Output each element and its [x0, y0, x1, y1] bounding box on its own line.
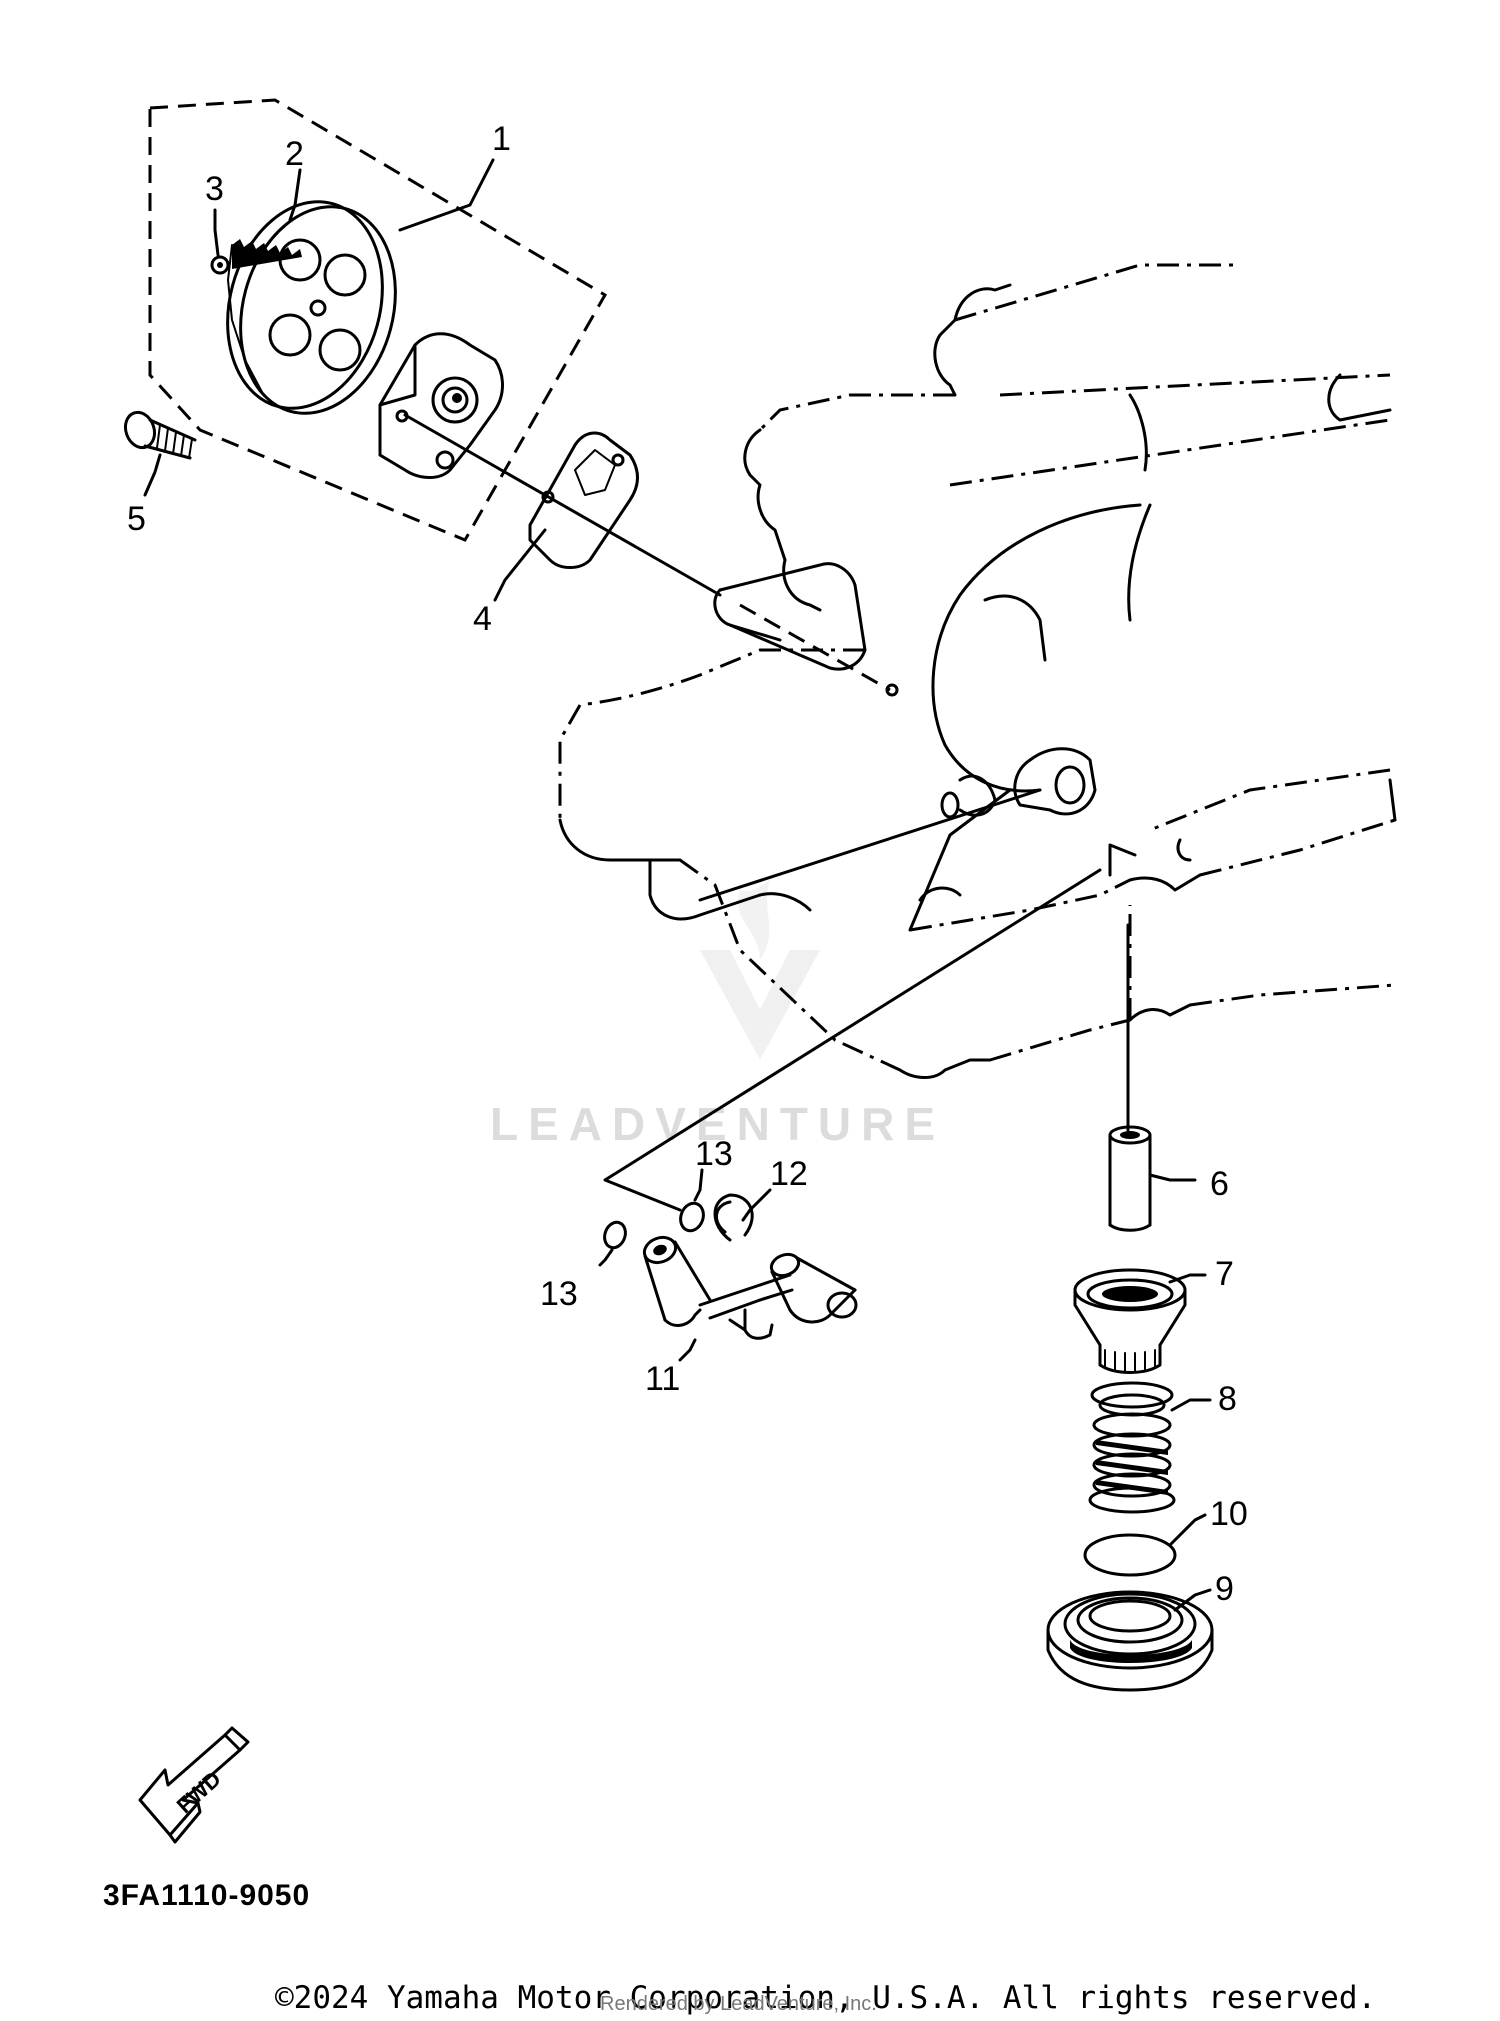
circlip [210, 255, 230, 275]
callout-13-lower: 13 [540, 1275, 578, 1313]
pump-body [378, 332, 504, 479]
callout-9: 9 [1215, 1570, 1234, 1608]
callout-8: 8 [1218, 1380, 1237, 1418]
callout-1: 1 [492, 120, 511, 158]
strainer-spring [1088, 1381, 1176, 1514]
callout-3: 3 [205, 170, 224, 208]
callout-12: 12 [770, 1155, 808, 1193]
drain-plug [1046, 1590, 1214, 1692]
callout-10: 10 [1210, 1495, 1248, 1533]
rendered-by-text: Rendered by LeadVenture, Inc. [600, 1993, 877, 2015]
copyright-notice: ©2024 Yamaha Motor Corporation, U.S.A. A… [275, 1980, 1376, 2016]
oil-strainer [1073, 1268, 1187, 1374]
callout-11: 11 [645, 1360, 680, 1398]
callout-13-upper: 13 [695, 1135, 733, 1173]
circlip-12 [713, 1193, 754, 1242]
oil-delivery-pipe [642, 1235, 858, 1340]
engine-crankcase [558, 263, 1397, 1079]
callout-7: 7 [1215, 1255, 1234, 1293]
fwd-arrow-icon: FWD [138, 1726, 250, 1844]
oil-strainer-pipe [1108, 1125, 1152, 1232]
diagram-part-code: 3FA1110-9050 [103, 1879, 310, 1912]
pump-gasket [528, 431, 639, 569]
o-ring-13-upper [679, 1201, 705, 1233]
callout-5: 5 [127, 500, 146, 538]
leader-lines [143, 158, 1212, 1612]
pump-bolt [123, 410, 197, 460]
callout-2: 2 [285, 135, 304, 173]
callout-6: 6 [1210, 1165, 1229, 1203]
o-ring-13-lower [603, 1220, 627, 1250]
oil-pump-assembly [123, 98, 608, 542]
o-ring-10 [1083, 1533, 1177, 1577]
callout-4: 4 [473, 600, 492, 638]
watermark-text: LEADVENTURE [490, 1098, 945, 1150]
pump-drive-gear [226, 200, 397, 415]
